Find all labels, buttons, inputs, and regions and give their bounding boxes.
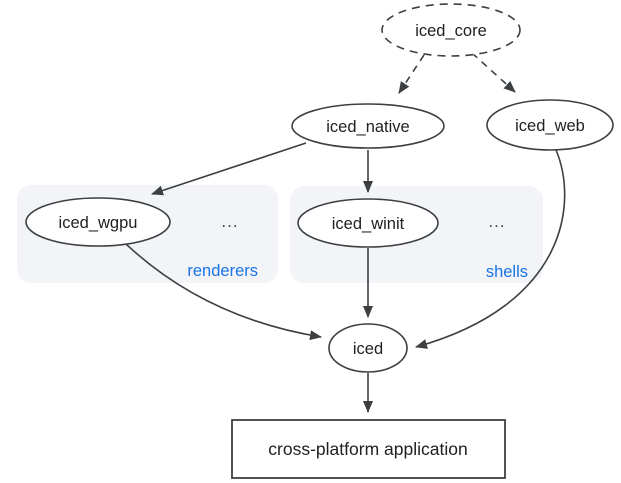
node-iced-native-label: iced_native: [326, 118, 409, 136]
group-shells-label: shells: [486, 263, 528, 281]
edge-web-to-iced: [415, 149, 566, 349]
node-iced-wgpu-label: iced_wgpu: [59, 214, 138, 232]
edge-core-to-web: [471, 52, 516, 93]
node-iced-label: iced: [353, 340, 383, 358]
node-iced-web-label: iced_web: [515, 117, 585, 135]
group-renderers-label: renderers: [187, 262, 258, 280]
edge-core-to-native: [398, 54, 425, 94]
node-iced: [328, 323, 408, 373]
edge-wgpu-to-iced: [125, 243, 322, 341]
node-iced-web: [486, 99, 614, 151]
group-renderers-ellipsis: ...: [221, 212, 238, 231]
node-iced-wgpu: [25, 197, 171, 247]
node-iced-winit-label: iced_winit: [332, 215, 405, 233]
node-iced-winit: [297, 198, 439, 248]
group-shells-ellipsis: ...: [488, 212, 505, 231]
node-application-label: cross-platform application: [268, 439, 467, 459]
node-iced-native: [291, 103, 445, 149]
node-iced-core: [381, 3, 521, 57]
node-application: [231, 419, 506, 479]
edge-native-to-wgpu: [151, 142, 307, 196]
node-iced-core-label: iced_core: [415, 22, 487, 40]
